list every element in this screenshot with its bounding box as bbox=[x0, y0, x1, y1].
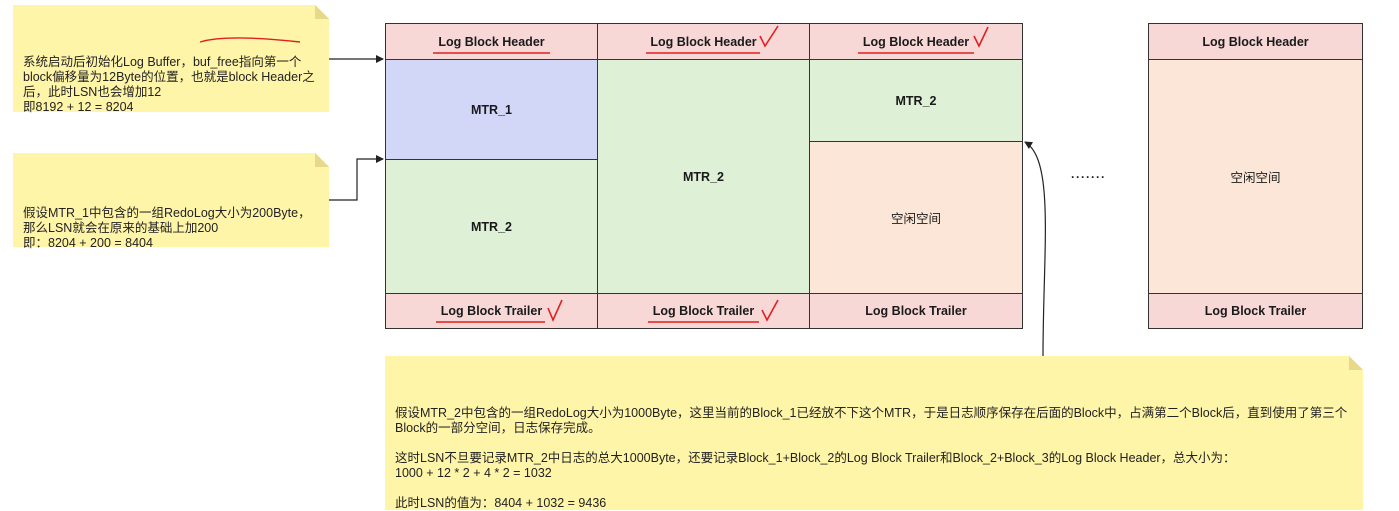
block3-header: Log Block Header bbox=[809, 23, 1023, 60]
arrow-note2-to-block1 bbox=[329, 155, 384, 201]
block2-mtr2-label: MTR_2 bbox=[683, 169, 724, 184]
block1-trailer-label: Log Block Trailer bbox=[440, 304, 543, 318]
block1-trailer: Log Block Trailer bbox=[385, 293, 598, 329]
block1-mtr1: MTR_1 bbox=[385, 59, 598, 160]
block3-free-label: 空闲空间 bbox=[890, 212, 941, 226]
note-fold-icon bbox=[315, 153, 329, 167]
note-mtr2-text: 假设MTR_2中包含的一组RedoLog大小为1000Byte，这里当前的Blo… bbox=[395, 406, 1348, 510]
block2-header: Log Block Header bbox=[597, 23, 810, 60]
block1-mtr1-label: MTR_1 bbox=[471, 102, 512, 117]
block3-free-space: 空闲空间 bbox=[809, 141, 1023, 294]
block3-trailer: Log Block Trailer bbox=[809, 293, 1023, 329]
note-buffer-init-text: 系统启动后初始化Log Buffer，buf_free指向第一个block偏移量… bbox=[23, 55, 315, 114]
block2-header-label: Log Block Header bbox=[650, 34, 757, 49]
block1-mtr2: MTR_2 bbox=[385, 159, 598, 294]
block3-header-label: Log Block Header bbox=[862, 34, 970, 49]
block4-header-label: Log Block Header bbox=[1202, 34, 1309, 49]
block3-mtr2: MTR_2 bbox=[809, 59, 1023, 142]
block1-header-label: Log Block Header bbox=[438, 34, 545, 49]
block4-free-label: 空闲空间 bbox=[1230, 171, 1281, 185]
note-fold-icon bbox=[1349, 356, 1363, 370]
block4-trailer: Log Block Trailer bbox=[1148, 293, 1363, 329]
block3-mtr2-label: MTR_2 bbox=[895, 93, 937, 108]
block2-trailer: Log Block Trailer bbox=[597, 293, 810, 329]
block2-trailer-label: Log Block Trailer bbox=[652, 304, 755, 318]
note-mtr2: 假设MTR_2中包含的一组RedoLog大小为1000Byte，这里当前的Blo… bbox=[385, 356, 1363, 510]
block1-mtr2-label: MTR_2 bbox=[471, 219, 512, 234]
note-buffer-init: 系统启动后初始化Log Buffer，buf_free指向第一个block偏移量… bbox=[13, 5, 329, 114]
block4-trailer-label: Log Block Trailer bbox=[1204, 304, 1307, 318]
note-fold-icon bbox=[315, 5, 329, 19]
ellipsis: ······· bbox=[1071, 170, 1106, 184]
arrow-note3-to-block3 bbox=[1024, 141, 1046, 357]
block4-header: Log Block Header bbox=[1148, 23, 1363, 60]
note-mtr1: 假设MTR_1中包含的一组RedoLog大小为200Byte，那么LSN就会在原… bbox=[13, 153, 329, 250]
note-mtr1-text: 假设MTR_1中包含的一组RedoLog大小为200Byte，那么LSN就会在原… bbox=[23, 206, 311, 250]
block1-header: Log Block Header bbox=[385, 23, 598, 60]
block3-trailer-label: Log Block Trailer bbox=[865, 304, 967, 318]
block4-free-space: 空闲空间 bbox=[1148, 59, 1363, 294]
block2-mtr2: MTR_2 bbox=[597, 59, 810, 294]
